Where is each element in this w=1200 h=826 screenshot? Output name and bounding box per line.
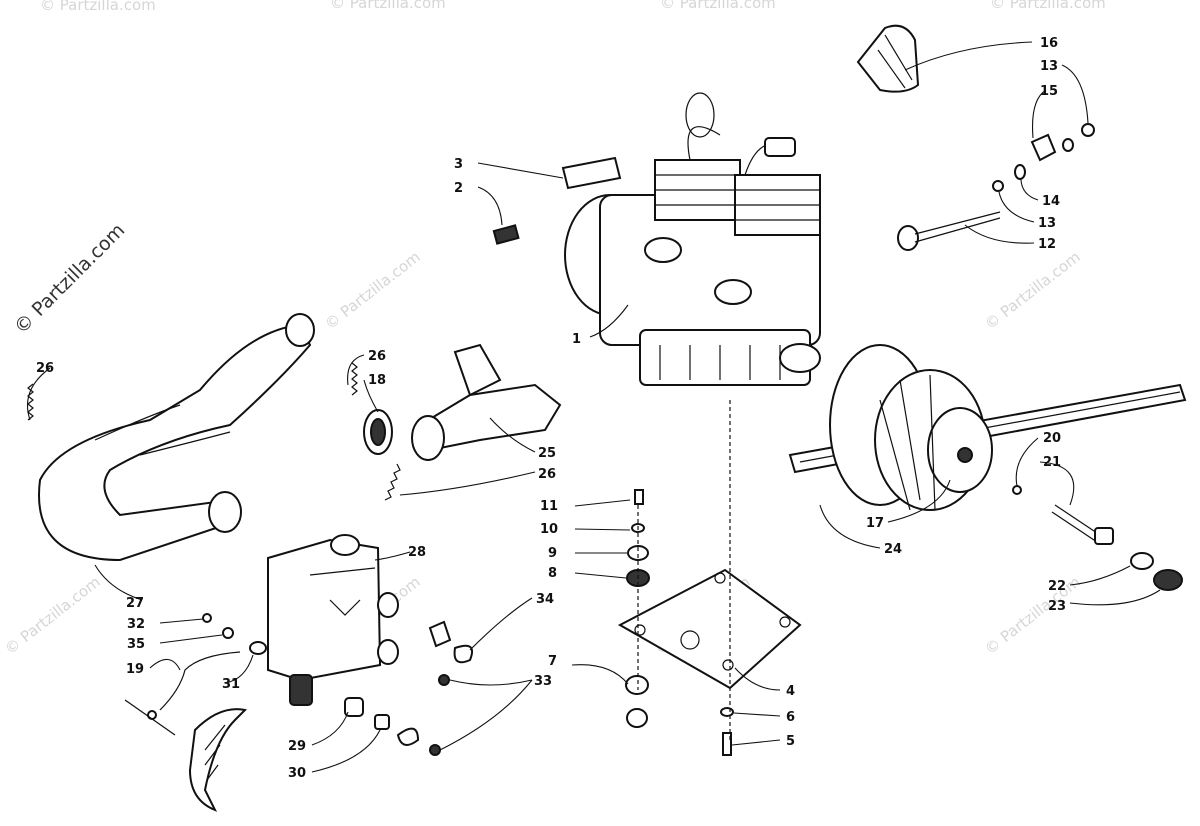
callout-17: 17 (866, 516, 884, 531)
bolt-hardware-drawing (897, 123, 1095, 251)
faint-watermark: © Partzilla.com (40, 0, 156, 14)
faint-watermark: © Partzilla.com (321, 248, 423, 333)
callout-9: 9 (548, 546, 557, 561)
callout-4: 4 (786, 684, 795, 699)
mount-plate-drawing (617, 400, 802, 756)
callout-35: 35 (127, 637, 145, 652)
callout-26: 26 (36, 361, 54, 376)
clutch-hardware-drawing (1012, 485, 1183, 591)
leader-lines (26, 41, 1161, 773)
callout-15: 15 (1040, 84, 1058, 99)
engine-drawing (564, 92, 821, 386)
cover-drawing (856, 24, 920, 93)
callout-7: 7 (548, 654, 557, 669)
callout-33: 33 (534, 674, 552, 689)
callout-31: 31 (222, 677, 240, 692)
faint-watermark: © Partzilla.com (981, 248, 1083, 333)
callout-28: 28 (408, 545, 426, 560)
faint-watermark: © Partzilla.com (1, 573, 103, 658)
muffler-drawing (267, 534, 399, 706)
callout-25: 25 (538, 446, 556, 461)
callout-26: 26 (368, 349, 386, 364)
callout-14: 14 (1042, 194, 1060, 209)
bracket-drawing (492, 156, 622, 245)
callout-24: 24 (884, 542, 902, 557)
callout-23: 23 (1048, 599, 1066, 614)
faint-watermark: © Partzilla.com (990, 0, 1106, 12)
manifold-drawing (363, 343, 562, 461)
muffler-hardware-drawing (147, 613, 474, 756)
callout-18: 18 (368, 373, 386, 388)
exhaust-pipe-drawing (38, 313, 315, 562)
callout-26: 26 (538, 467, 556, 482)
callout-27: 27 (126, 596, 144, 611)
callout-2: 2 (454, 181, 463, 196)
callout-34: 34 (536, 592, 554, 607)
callout-8: 8 (548, 566, 557, 581)
callout-32: 32 (127, 617, 145, 632)
callout-13: 13 (1040, 59, 1058, 74)
callout-30: 30 (288, 766, 306, 781)
callout-11: 11 (540, 499, 558, 514)
shroud-drawing (124, 699, 248, 812)
callout-1: 1 (572, 332, 581, 347)
callout-labels: 1 2 3 4 5 6 7 8 9 10 11 12 13 13 14 15 1… (36, 36, 1066, 781)
callout-20: 20 (1043, 431, 1061, 446)
callout-6: 6 (786, 710, 795, 725)
faint-watermark: © Partzilla.com (981, 573, 1083, 658)
callout-10: 10 (540, 522, 558, 537)
callout-21: 21 (1043, 455, 1061, 470)
callout-12: 12 (1038, 237, 1056, 252)
callout-5: 5 (786, 734, 795, 749)
callout-13: 13 (1038, 216, 1056, 231)
callout-22: 22 (1048, 579, 1066, 594)
faint-watermark: © Partzilla.com (330, 0, 446, 12)
callout-29: 29 (288, 739, 306, 754)
partzilla-watermark: © Partzilla.com (10, 219, 129, 338)
callout-3: 3 (454, 157, 463, 172)
callout-16: 16 (1040, 36, 1058, 51)
clutch-drawing (788, 344, 1187, 511)
callout-19: 19 (126, 662, 144, 677)
faint-watermark: © Partzilla.com (660, 0, 776, 12)
